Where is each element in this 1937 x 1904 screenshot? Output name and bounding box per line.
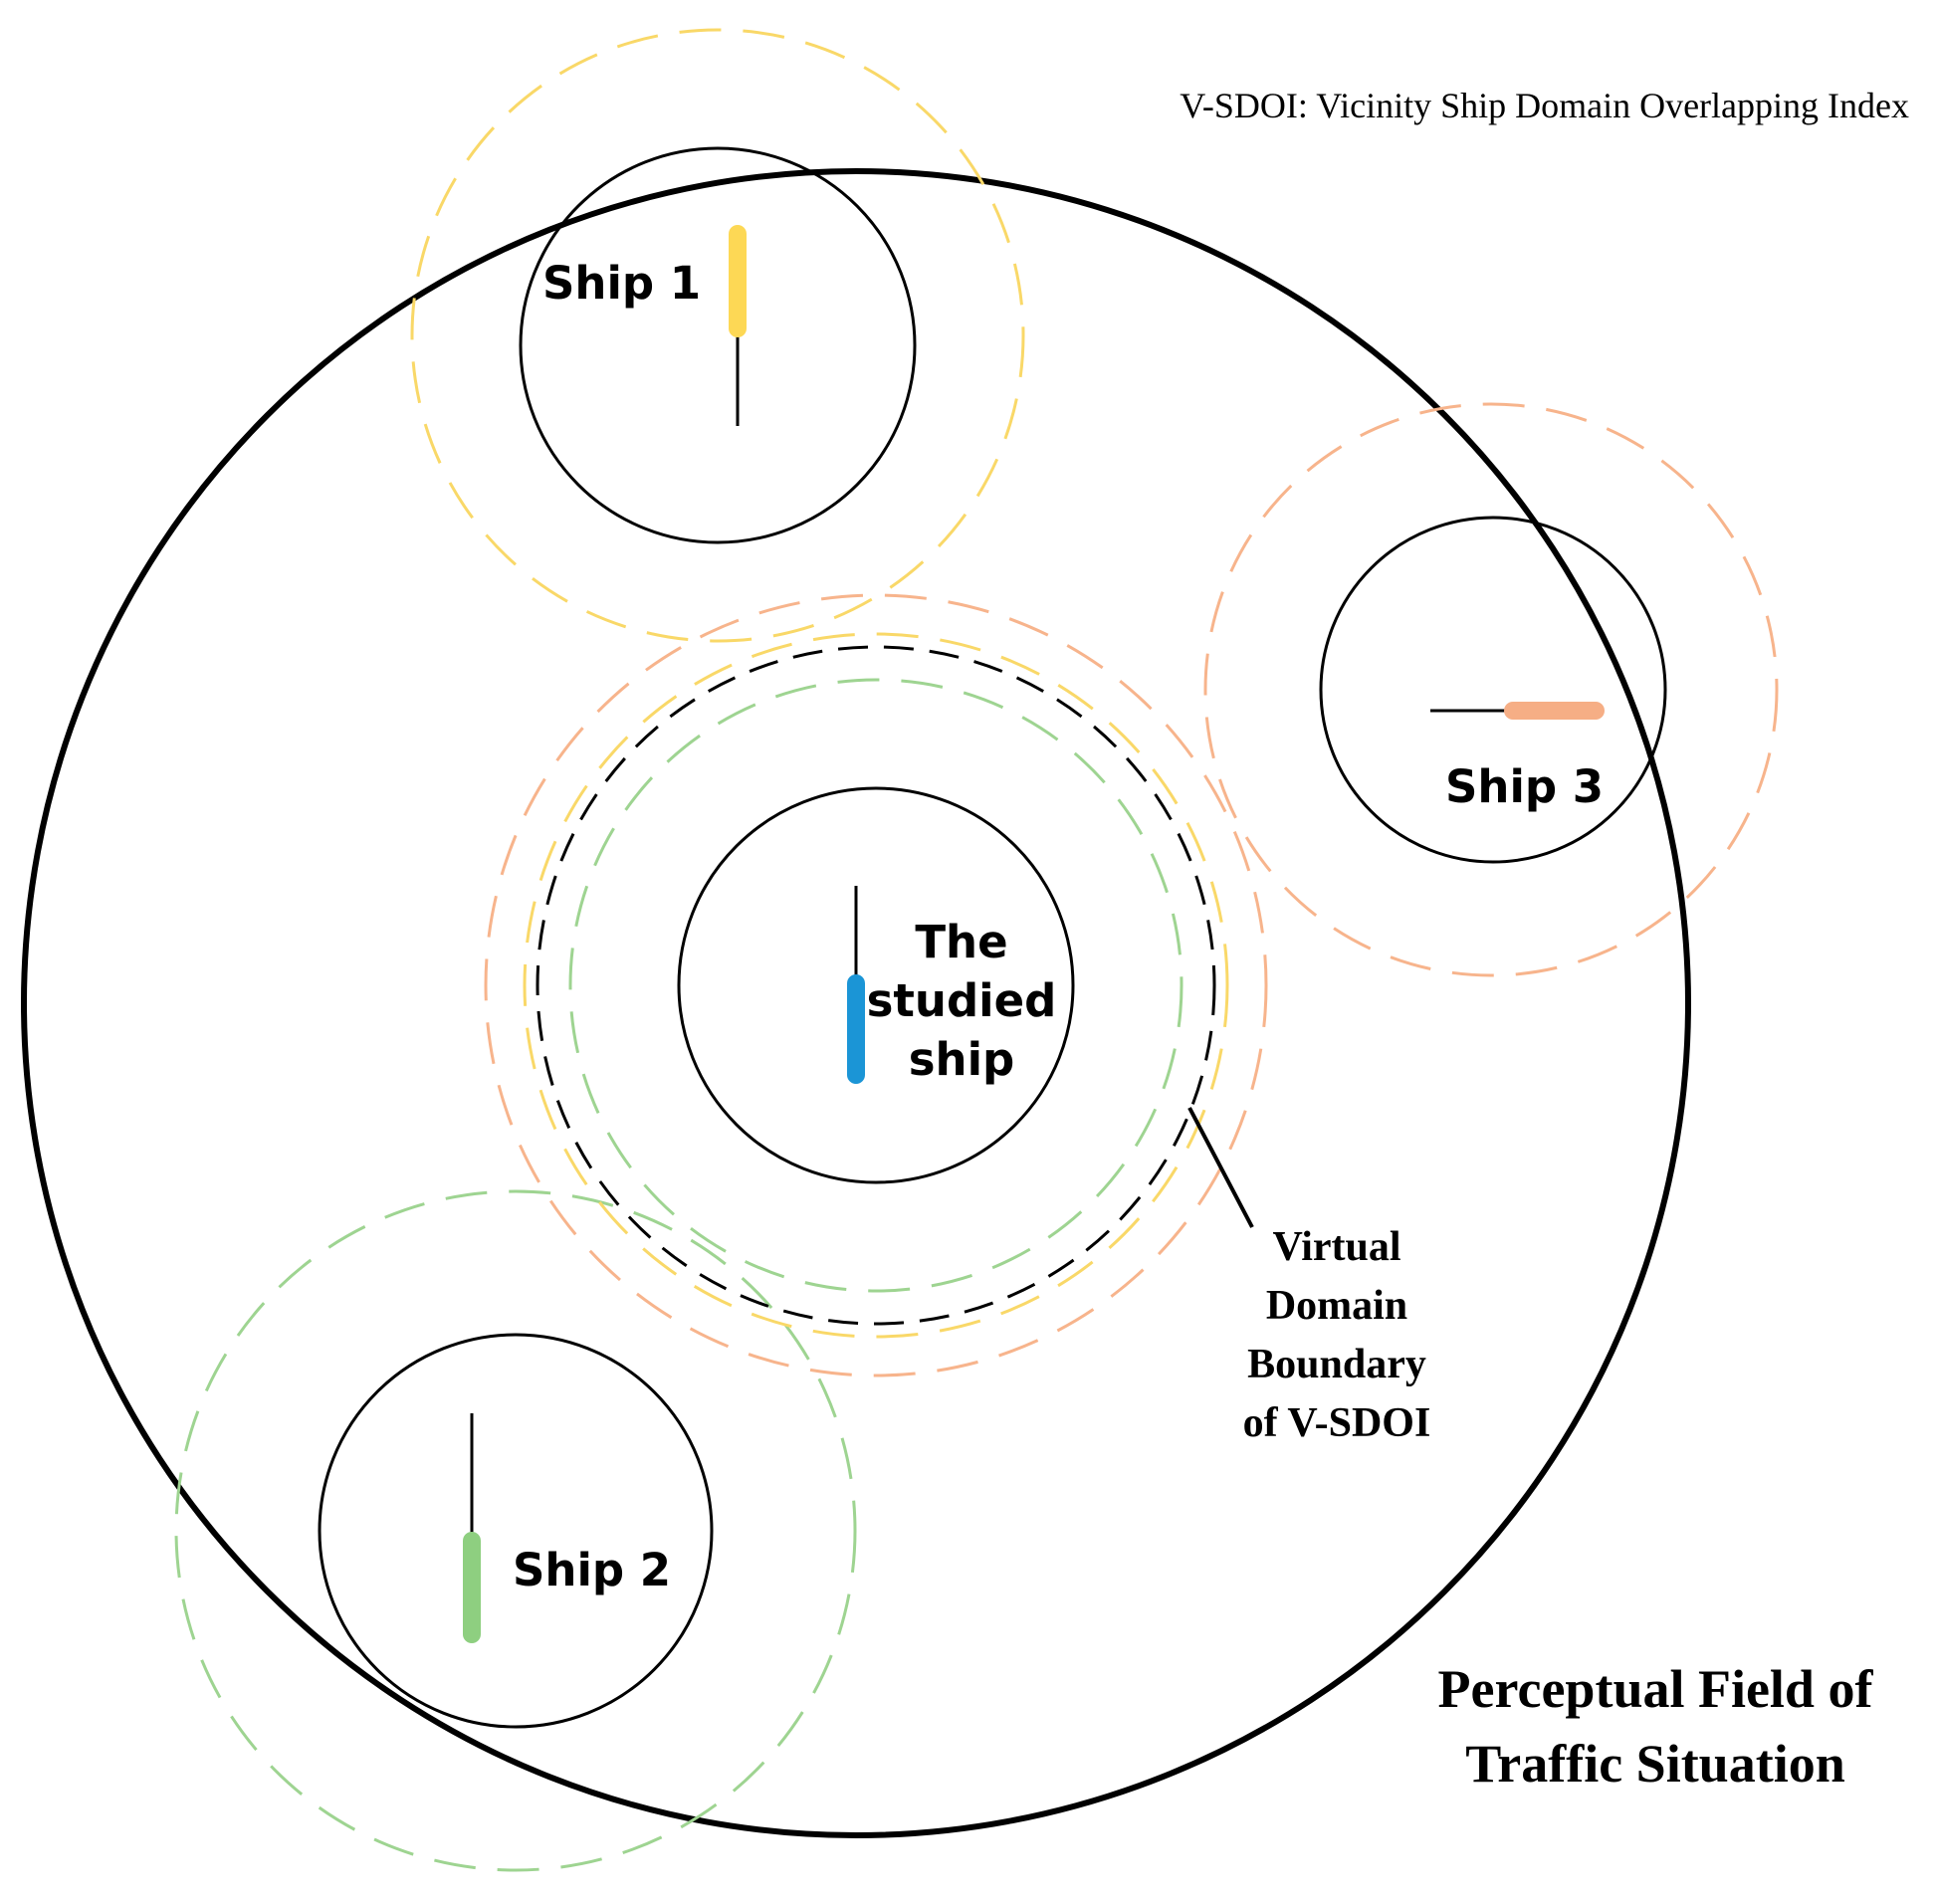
virtual-boundary-label-line2: Domain [1266,1283,1407,1329]
virtual-domain-boundary-dashed [536,645,1216,1326]
virtual-boundary-label-line1: Virtual [1272,1224,1400,1270]
studied-ship-domain-circle [677,786,1075,1184]
perceptual-field-circle [21,168,1691,1838]
ship2-domain-circle [318,1333,714,1729]
virtual-boundary-leader-line [1187,1107,1254,1228]
ship2-label: Ship 2 [513,1544,671,1596]
studied-ship-ring-orange-dashed [484,593,1268,1377]
ship3-domain-circle [1319,516,1667,864]
ship2-extended-domain-dashed [174,1189,857,1872]
studied-ship-label-line1: The [915,916,1007,968]
studied-ship-label-line2: studied [867,974,1057,1027]
ship1-label: Ship 1 [542,257,701,310]
virtual-boundary-label-line3: Boundary [1247,1342,1426,1387]
perceptual-field-label-line1: Perceptual Field of [1438,1659,1874,1719]
ship1-domain-circle [519,146,917,544]
legend-note: V-SDOI: Vicinity Ship Domain Overlapping… [1180,86,1909,125]
studied-ship-label-line3: ship [909,1033,1014,1086]
ship3-extended-domain-dashed [1203,402,1779,977]
ship1-extended-domain-dashed [410,28,1025,643]
virtual-boundary-label-line4: of V-SDOI [1243,1400,1431,1446]
studied-ship-ring-yellow-dashed [523,632,1229,1339]
perceptual-field-label-line2: Traffic Situation [1465,1734,1844,1794]
ship3-label: Ship 3 [1445,760,1604,813]
studied-ship-ring-green-dashed [568,678,1184,1293]
